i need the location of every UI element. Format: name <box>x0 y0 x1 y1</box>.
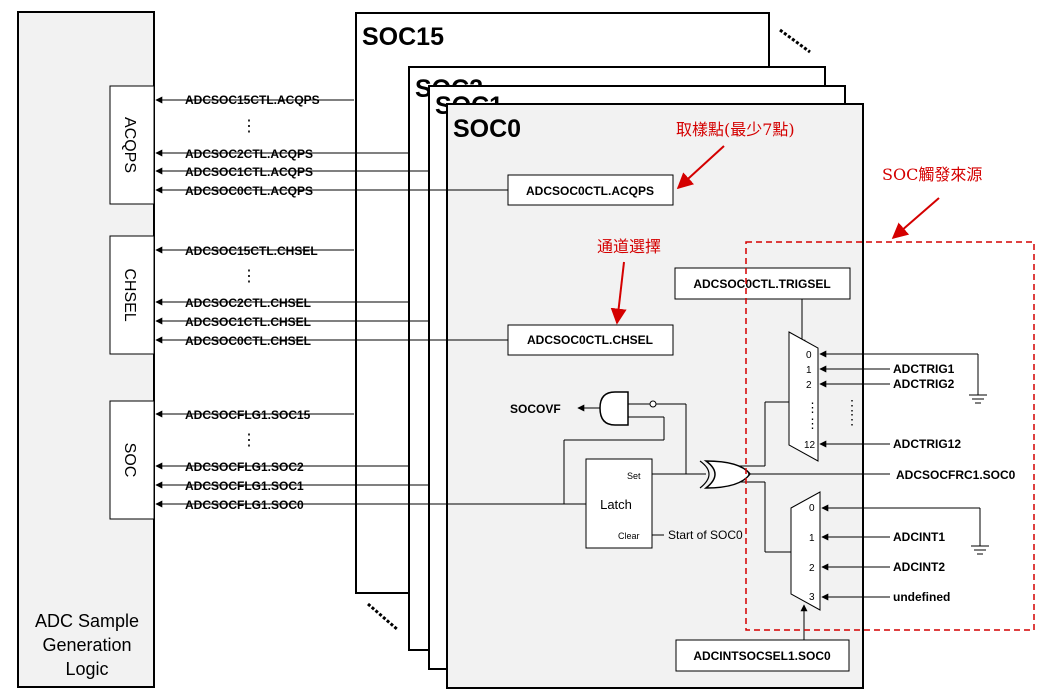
acqps-register-box <box>507 174 674 206</box>
stack-dots-bottom <box>367 602 399 632</box>
acqps-signal-soc0: ADCSOC0CTL.ACQPS <box>185 184 313 198</box>
socflg-signal-soc2: ADCSOCFLG1.SOC2 <box>185 460 304 474</box>
annotation-channel-select: 通道選擇 <box>597 237 661 256</box>
intsel-register-box <box>675 639 850 672</box>
annotation-arrow-trigger <box>891 197 940 240</box>
trigger-mux-in2: 2 <box>806 380 812 391</box>
trigger-dots2: ⋮ <box>845 411 859 427</box>
trigger-mux-dots: ⋮ <box>806 400 819 415</box>
chsel-register-label: ADCSOC0CTL.CHSEL <box>527 333 653 347</box>
and-gate <box>599 391 629 426</box>
socflg-signal-soc0: ADCSOCFLG1.SOC0 <box>185 498 304 512</box>
intsel-register-label: ADCINTSOCSEL1.SOC0 <box>693 649 831 663</box>
latch-set-label: Set <box>627 471 641 481</box>
chsel-port-label: CHSEL <box>121 268 138 321</box>
adc-sample-title-line1: ADC Sample <box>35 611 139 631</box>
soc0-title: SOC0 <box>453 115 521 143</box>
chsel-signal-soc0: ADCSOC0CTL.CHSEL <box>185 334 311 348</box>
chsel-signal-soc1: ADCSOC1CTL.CHSEL <box>185 315 311 329</box>
acqps-signal-soc1: ADCSOC1CTL.ACQPS <box>185 165 313 179</box>
interrupt-adcint2: ADCINT2 <box>893 560 945 574</box>
chsel-signal-soc15: ADCSOC15CTL.CHSEL <box>185 244 318 258</box>
acqps-signal-soc15: ADCSOC15CTL.ACQPS <box>185 93 320 107</box>
trigger-adctrig1: ADCTRIG1 <box>893 362 955 376</box>
annotation-trigger-source: SOC觸發來源 <box>882 165 982 184</box>
chsel-signal-soc2: ADCSOC2CTL.CHSEL <box>185 296 311 310</box>
start-of-soc0: Start of SOC0 <box>668 528 743 542</box>
interrupt-mux-in3: 3 <box>809 592 815 603</box>
interrupt-mux <box>790 491 821 611</box>
socflg-signal-soc15: ADCSOCFLG1.SOC15 <box>185 408 311 422</box>
latch-clear-label: Clear <box>618 531 640 541</box>
latch-label: Latch <box>600 497 632 512</box>
soc15-title: SOC15 <box>362 23 444 51</box>
trigger-mux-in1: 1 <box>806 365 812 376</box>
acqps-ellipsis: ⋮ <box>241 118 257 135</box>
adc-sample-title-line2: Generation <box>42 635 131 655</box>
trigger-mux-in12: 12 <box>804 440 816 451</box>
interrupt-undefined: undefined <box>893 590 950 604</box>
latch-box <box>585 458 653 549</box>
trigger-mux <box>788 331 819 462</box>
interrupt-mux-in0: 0 <box>809 503 815 514</box>
trigger-source-region <box>745 241 1035 631</box>
or-gate <box>703 460 751 489</box>
acqps-signal-soc2: ADCSOC2CTL.ACQPS <box>185 147 313 161</box>
socovf-label: SOCOVF <box>510 402 561 416</box>
trigger-mux-in0: 0 <box>806 350 812 361</box>
trigger-adctrig12: ADCTRIG12 <box>893 437 961 451</box>
acqps-register-label: ADCSOC0CTL.ACQPS <box>526 184 654 198</box>
trigsel-register-label: ADCSOC0CTL.TRIGSEL <box>693 277 830 291</box>
interrupt-adcint1: ADCINT1 <box>893 530 945 544</box>
chsel-ellipsis: ⋮ <box>241 268 257 285</box>
socflg-ellipsis: ⋮ <box>241 432 257 449</box>
annotation-arrow-acqps <box>676 145 725 190</box>
acqps-port <box>109 85 155 205</box>
trigger-adctrig2: ADCTRIG2 <box>893 377 955 391</box>
annotation-arrow-chsel <box>610 261 627 325</box>
interrupt-mux-in2: 2 <box>809 563 815 574</box>
trigger-dots: ⋮ <box>845 397 859 413</box>
soc-port <box>109 400 155 520</box>
chsel-register-box <box>507 324 674 356</box>
frc-signal: ADCSOCFRC1.SOC0 <box>896 468 1016 482</box>
socflg-signal-soc1: ADCSOCFLG1.SOC1 <box>185 479 304 493</box>
adc-sample-title-line3: Logic <box>65 659 108 679</box>
chsel-port <box>109 235 155 355</box>
interrupt-mux-in1: 1 <box>809 533 815 544</box>
soc-port-label: SOC <box>121 443 138 478</box>
acqps-port-label: ACQPS <box>121 117 138 173</box>
trigger-mux-dots2: ⋮ <box>806 416 819 431</box>
stack-dots-top <box>779 28 811 54</box>
annotation-sample-points: 取樣點(最少7點) <box>676 120 795 139</box>
trigsel-register-box <box>674 267 851 300</box>
